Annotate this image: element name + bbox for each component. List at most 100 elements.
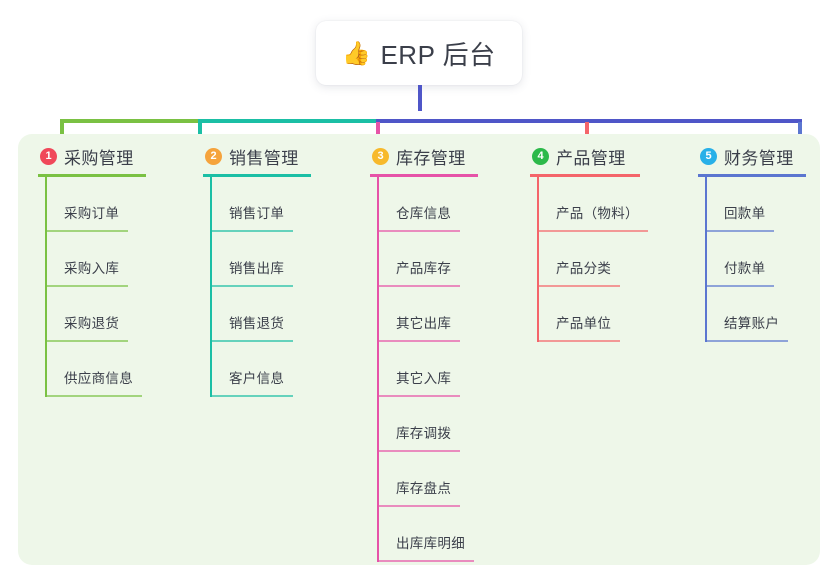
branch-item-label: 销售退货	[229, 316, 285, 331]
branch-item-label: 付款单	[724, 261, 766, 276]
branch-item[interactable]: 销售订单	[203, 177, 311, 232]
branch-item-rule	[538, 285, 620, 287]
branch-header-rule	[38, 174, 146, 177]
branch-column-5: 5 财务管理回款单付款单结算账户	[698, 144, 806, 342]
branch-item-rule	[378, 560, 474, 562]
branch-item[interactable]: 产品（物料）	[530, 177, 648, 232]
branch-item-rule	[46, 230, 128, 232]
branch-header-rule	[203, 174, 311, 177]
bus-segment	[60, 119, 200, 123]
branch-item-label: 产品（物料）	[556, 206, 639, 221]
branch-header-3[interactable]: 3 库存管理	[370, 144, 478, 168]
branch-item-label: 仓库信息	[396, 206, 452, 221]
branch-item-label: 采购入库	[64, 261, 120, 276]
branch-column-1: 1 采购管理采购订单采购入库采购退货供应商信息	[38, 144, 146, 397]
branch-item-label: 供应商信息	[64, 371, 133, 386]
branches-panel	[18, 134, 820, 565]
branch-header-1[interactable]: 1 采购管理	[38, 144, 146, 168]
branch-items: 销售订单销售出库销售退货客户信息	[203, 177, 311, 397]
branch-item[interactable]: 采购入库	[38, 232, 146, 287]
branch-item[interactable]: 产品分类	[530, 232, 640, 287]
branch-item[interactable]: 库存调拨	[370, 397, 478, 452]
branch-item-rule	[378, 505, 460, 507]
branch-item-label: 产品库存	[396, 261, 452, 276]
branch-column-4: 4 产品管理产品（物料） 产品分类产品单位	[530, 144, 648, 342]
branch-item[interactable]: 客户信息	[203, 342, 311, 397]
branch-item-rule	[378, 395, 460, 397]
root-connector-stem	[418, 85, 422, 111]
branch-item[interactable]: 销售退货	[203, 287, 311, 342]
branch-item-label: 库存调拨	[396, 426, 452, 441]
branch-item-label: 回款单	[724, 206, 766, 221]
branch-header-5[interactable]: 5 财务管理	[698, 144, 806, 168]
branch-item-label: 其它出库	[396, 316, 452, 331]
branch-item-rule	[211, 230, 293, 232]
branch-item-label: 销售出库	[229, 261, 285, 276]
branch-trunk-line	[377, 177, 379, 562]
branch-item-rule	[46, 395, 142, 397]
branch-title: 产品管理	[556, 148, 626, 168]
branch-item[interactable]: 出库库明细	[370, 507, 478, 562]
branch-title: 财务管理	[724, 148, 794, 168]
branch-items: 仓库信息产品库存其它出库其它入库库存调拨库存盘点出库库明细	[370, 177, 478, 562]
branch-item[interactable]: 采购退货	[38, 287, 146, 342]
branch-header-2[interactable]: 2 销售管理	[203, 144, 311, 168]
branch-item-label: 产品分类	[556, 261, 612, 276]
branch-item-rule	[706, 230, 774, 232]
branch-number-badge: 3	[372, 147, 389, 165]
branch-header-4[interactable]: 4 产品管理	[530, 144, 640, 168]
branch-trunk-line	[705, 177, 707, 342]
branch-item-rule	[378, 450, 460, 452]
branch-title: 库存管理	[396, 148, 466, 168]
branch-item[interactable]: 其它入库	[370, 342, 478, 397]
branch-item-label: 出库库明细	[396, 536, 465, 551]
branch-item[interactable]: 仓库信息	[370, 177, 478, 232]
branch-item-rule	[706, 340, 788, 342]
branch-item[interactable]: 结算账户	[698, 287, 806, 342]
branch-item[interactable]: 付款单	[698, 232, 806, 287]
branch-item-rule	[378, 340, 460, 342]
branch-item-label: 采购退货	[64, 316, 120, 331]
branch-header-rule	[370, 174, 478, 177]
branch-trunk-line	[537, 177, 539, 342]
branch-item-label: 客户信息	[229, 371, 285, 386]
branch-item[interactable]: 回款单	[698, 177, 806, 232]
branch-number-badge: 2	[205, 147, 222, 165]
branch-item-rule	[211, 395, 293, 397]
branch-item-rule	[538, 340, 620, 342]
branch-number-badge: 5	[700, 147, 717, 165]
branch-item[interactable]: 产品库存	[370, 232, 478, 287]
branch-number-badge: 4	[532, 147, 549, 165]
branch-item-rule	[378, 285, 460, 287]
branch-item-rule	[46, 285, 128, 287]
branch-item[interactable]: 供应商信息	[38, 342, 146, 397]
branch-items: 采购订单采购入库采购退货供应商信息	[38, 177, 146, 397]
thumbs-up-icon: 👍	[342, 39, 372, 66]
branch-trunk-line	[210, 177, 212, 397]
branch-item-label: 采购订单	[64, 206, 120, 221]
branch-item[interactable]: 采购订单	[38, 177, 146, 232]
branch-title: 采购管理	[64, 148, 134, 168]
branch-header-rule	[530, 174, 640, 177]
branch-item-rule	[538, 230, 648, 232]
branch-item[interactable]: 销售出库	[203, 232, 311, 287]
branch-item[interactable]: 产品单位	[530, 287, 640, 342]
branch-item-rule	[211, 340, 293, 342]
root-node[interactable]: 👍 ERP 后台	[316, 21, 522, 85]
branch-number-badge: 1	[40, 147, 57, 165]
branch-title: 销售管理	[229, 148, 299, 168]
branch-header-rule	[698, 174, 806, 177]
branch-item-rule	[211, 285, 293, 287]
branch-items: 产品（物料） 产品分类产品单位	[530, 177, 648, 342]
branch-item-label: 结算账户	[724, 316, 780, 331]
root-node-label: 👍 ERP 后台	[342, 35, 495, 72]
branch-item[interactable]: 其它出库	[370, 287, 478, 342]
bus-segment	[198, 119, 378, 123]
branch-item-rule	[706, 285, 774, 287]
branch-item[interactable]: 库存盘点	[370, 452, 478, 507]
branch-item-rule	[46, 340, 128, 342]
branch-column-2: 2 销售管理销售订单销售出库销售退货客户信息	[203, 144, 311, 397]
bus-segment	[376, 119, 802, 123]
branch-item-label: 库存盘点	[396, 481, 452, 496]
root-node-title: ERP 后台	[380, 39, 496, 70]
